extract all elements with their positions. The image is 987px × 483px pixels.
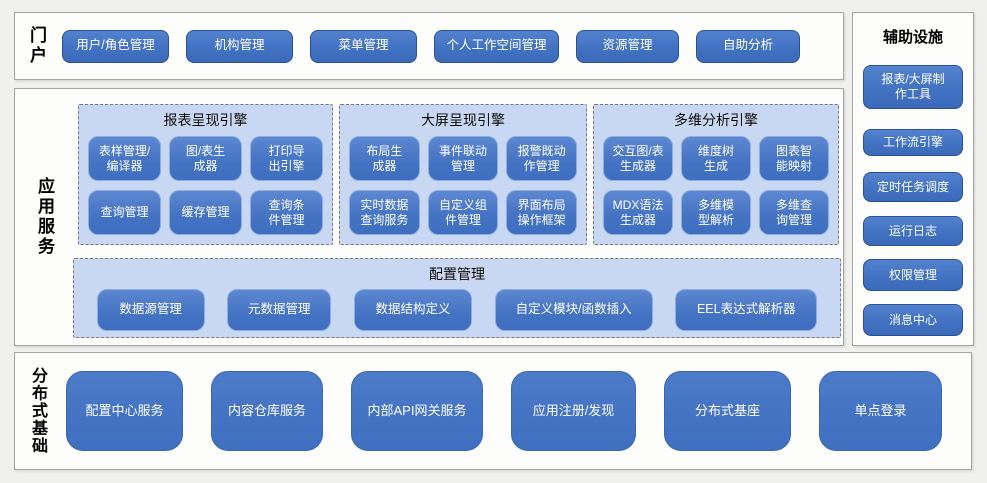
node-multidim-model-parsing: 多维模 型解析 xyxy=(681,190,751,235)
node-self-service-analysis: 自助分析 xyxy=(696,29,800,63)
node-interactive-chart-generator: 交互图/表 生成器 xyxy=(603,136,673,181)
node-org-management: 机构管理 xyxy=(186,29,293,63)
distributed-foundation-section: 分布式基础 配置中心服务 内容仓库服务 内部API网关服务 应用注册/发现 分布… xyxy=(14,352,972,470)
report-engine-title: 报表呈现引擎 xyxy=(163,112,248,128)
node-query-management: 查询管理 xyxy=(88,190,161,235)
node-chart-smart-mapping: 图表智 能映射 xyxy=(759,136,829,181)
portal-node-row: 用户/角色管理 机构管理 菜单管理 个人工作空间管理 资源管理 自助分析 xyxy=(62,29,800,63)
distributed-foundation-label: 分布式基础 xyxy=(29,367,46,455)
node-query-condition-management: 查询条 件管理 xyxy=(250,190,323,235)
node-custom-module-function-insert: 自定义模块/函数插入 xyxy=(494,289,653,331)
node-single-sign-on: 单点登录 xyxy=(819,371,942,451)
olap-engine-title: 多维分析引擎 xyxy=(674,112,758,128)
node-print-export-engine: 打印导 出引擎 xyxy=(250,136,323,181)
node-permission-management: 权限管理 xyxy=(863,259,963,291)
distributed-foundation-row: 配置中心服务 内容仓库服务 内部API网关服务 应用注册/发现 分布式基座 单点… xyxy=(66,371,942,451)
application-services-label: 应用服务 xyxy=(35,177,54,257)
node-ui-layout-framework: 界面布局 操作框架 xyxy=(506,190,577,235)
report-engine-panel: 报表呈现引擎 表样管理/ 编译器 图/表生 成器 打印导 出引擎 查询管理 缓存… xyxy=(78,104,333,245)
node-chart-table-generator: 图/表生 成器 xyxy=(169,136,242,181)
node-datasource-management: 数据源管理 xyxy=(96,289,205,331)
node-scheduled-task-scheduler: 定时任务调度 xyxy=(863,172,963,202)
node-app-registration-discovery: 应用注册/发现 xyxy=(511,371,636,451)
node-user-role-management: 用户/角色管理 xyxy=(62,29,169,63)
node-data-structure-definition: 数据结构定义 xyxy=(353,289,472,331)
node-content-repository-service: 内容仓库服务 xyxy=(211,371,323,451)
config-management-title: 配置管理 xyxy=(429,266,485,282)
node-alarm-action-management: 报警既动 作管理 xyxy=(506,136,577,181)
application-services-section: 应用服务 报表呈现引擎 表样管理/ 编译器 图/表生 成器 打印导 出引擎 查询… xyxy=(14,88,844,346)
portal-section-label: 门户 xyxy=(27,26,46,66)
node-eel-expression-parser: EEL表达式解析器 xyxy=(675,289,818,331)
node-personal-workspace-management: 个人工作空间管理 xyxy=(434,29,559,63)
node-mdx-syntax-generator: MDX语法 生成器 xyxy=(603,190,673,235)
node-report-dashboard-authoring-tool: 报表/大屏制 作工具 xyxy=(863,65,963,109)
node-layout-generator: 布局生 成器 xyxy=(349,136,420,181)
config-management-panel: 配置管理 数据源管理 元数据管理 数据结构定义 自定义模块/函数插入 EEL表达… xyxy=(73,258,841,338)
dashboard-engine-title: 大屏呈现引擎 xyxy=(421,112,505,128)
node-multidim-query-management: 多维查 询管理 xyxy=(759,190,829,235)
node-config-center-service: 配置中心服务 xyxy=(66,371,183,451)
config-management-row: 数据源管理 元数据管理 数据结构定义 自定义模块/函数插入 EEL表达式解析器 xyxy=(74,289,840,331)
olap-engine-grid: 交互图/表 生成器 维度树 生成 图表智 能映射 MDX语法 生成器 多维模 型… xyxy=(594,130,838,235)
auxiliary-facilities-title: 辅助设施 xyxy=(882,29,943,46)
olap-engine-panel: 多维分析引擎 交互图/表 生成器 维度树 生成 图表智 能映射 MDX语法 生成… xyxy=(593,104,839,245)
dashboard-engine-grid: 布局生 成器 事件联动 管理 报警既动 作管理 实时数据 查询服务 自定义组 件… xyxy=(340,130,586,235)
node-realtime-data-query-service: 实时数据 查询服务 xyxy=(349,190,420,235)
node-dimension-tree-generation: 维度树 生成 xyxy=(681,136,751,181)
node-distributed-base: 分布式基座 xyxy=(664,371,791,451)
node-report-style-compiler: 表样管理/ 编译器 xyxy=(88,136,161,181)
auxiliary-facilities-section: 辅助设施 报表/大屏制 作工具 工作流引擎 定时任务调度 运行日志 权限管理 消… xyxy=(852,12,974,346)
node-resource-management: 资源管理 xyxy=(576,29,679,63)
node-metadata-management: 元数据管理 xyxy=(227,289,332,331)
report-engine-grid: 表样管理/ 编译器 图/表生 成器 打印导 出引擎 查询管理 缓存管理 查询条 … xyxy=(79,130,332,235)
node-message-center: 消息中心 xyxy=(863,304,963,336)
node-run-log: 运行日志 xyxy=(863,216,963,246)
portal-section: 门户 用户/角色管理 机构管理 菜单管理 个人工作空间管理 资源管理 自助分析 xyxy=(14,12,844,80)
node-workflow-engine: 工作流引擎 xyxy=(863,129,963,156)
node-internal-api-gateway-service: 内部API网关服务 xyxy=(351,371,483,451)
node-event-linkage-management: 事件联动 管理 xyxy=(427,136,499,181)
dashboard-engine-panel: 大屏呈现引擎 布局生 成器 事件联动 管理 报警既动 作管理 实时数据 查询服务… xyxy=(339,104,587,245)
node-menu-management: 菜单管理 xyxy=(310,29,417,63)
node-custom-component-management: 自定义组 件管理 xyxy=(427,190,499,235)
node-cache-management: 缓存管理 xyxy=(169,190,242,235)
